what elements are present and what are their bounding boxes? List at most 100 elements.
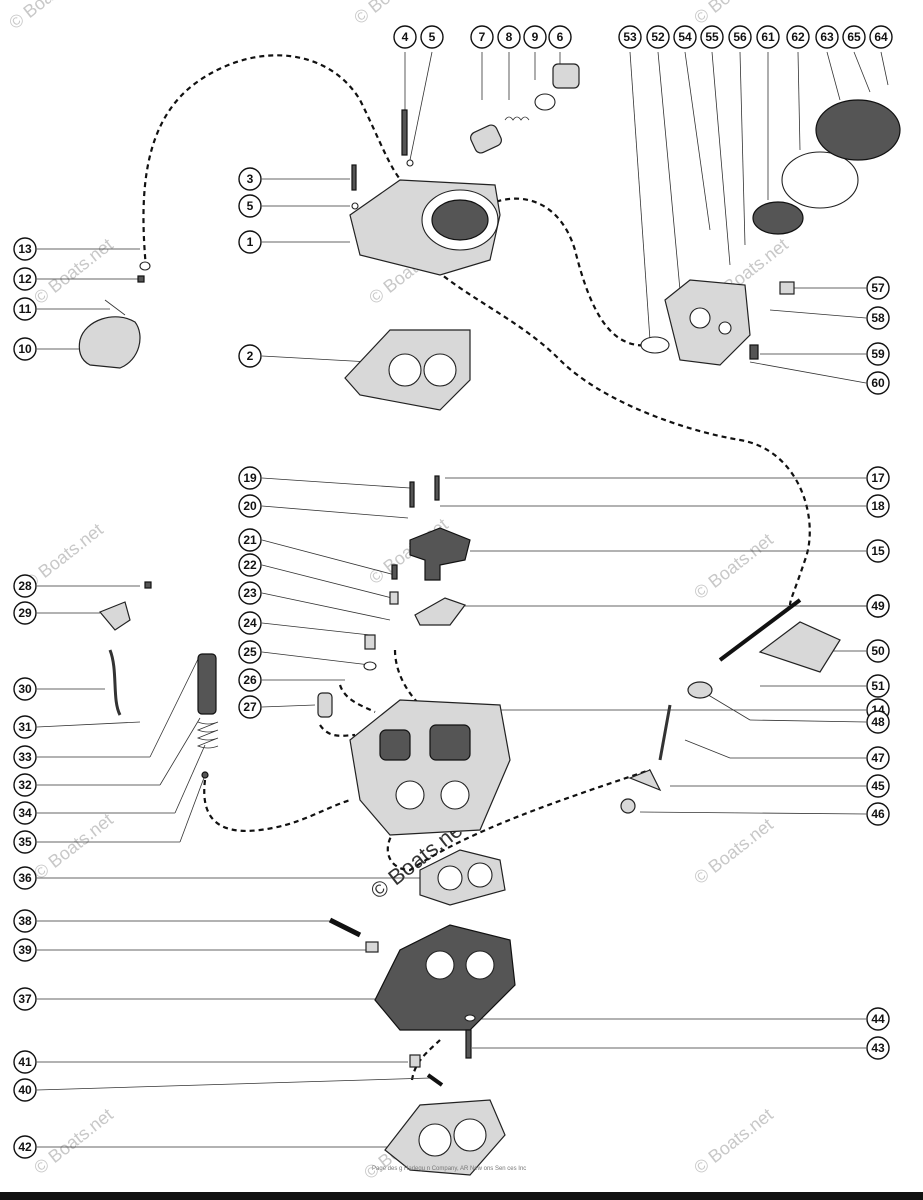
part-washer: [363, 661, 377, 671]
callout[interactable]: 34: [13, 801, 37, 825]
callout[interactable]: 15: [866, 539, 890, 563]
callout[interactable]: 24: [238, 611, 262, 635]
callout[interactable]: 41: [13, 1050, 37, 1074]
parts: [78, 63, 901, 1176]
callout[interactable]: 31: [13, 715, 37, 739]
part-screw: [620, 798, 636, 814]
callout[interactable]: 13: [13, 237, 37, 261]
callout[interactable]: 7: [470, 25, 494, 49]
svg-text:15: 15: [871, 544, 885, 558]
callout[interactable]: 6: [548, 25, 572, 49]
callout[interactable]: 33: [13, 745, 37, 769]
svg-text:47: 47: [871, 751, 885, 765]
callout[interactable]: 48: [866, 710, 890, 734]
callout[interactable]: 22: [238, 553, 262, 577]
part-float: [78, 316, 141, 369]
callout[interactable]: 37: [13, 987, 37, 1011]
svg-text:53: 53: [623, 30, 637, 44]
callout[interactable]: 28: [13, 574, 37, 598]
callout[interactable]: 60: [866, 371, 890, 395]
callout[interactable]: 1: [238, 230, 262, 254]
callout[interactable]: 61: [756, 25, 780, 49]
callout[interactable]: 20: [238, 494, 262, 518]
part-fitting: [552, 63, 580, 89]
part-o-ring: [781, 151, 859, 209]
callout[interactable]: 35: [13, 830, 37, 854]
callout[interactable]: 36: [13, 866, 37, 890]
svg-text:19: 19: [243, 471, 257, 485]
part-idle-needle: [328, 917, 362, 938]
part-valve: [364, 634, 376, 650]
part-gasket: [534, 93, 556, 111]
callout[interactable]: 49: [866, 594, 890, 618]
callout[interactable]: 9: [523, 25, 547, 49]
callout[interactable]: 5: [420, 25, 444, 49]
svg-text:59: 59: [871, 347, 885, 361]
part-spring: [504, 116, 530, 121]
svg-text:43: 43: [871, 1041, 885, 1055]
callout[interactable]: 29: [13, 601, 37, 625]
callout[interactable]: 12: [13, 267, 37, 291]
callout[interactable]: 62: [786, 25, 810, 49]
callout[interactable]: 2: [238, 344, 262, 368]
callout[interactable]: 57: [866, 276, 890, 300]
part-screw: [409, 481, 415, 508]
watermark: © Boats.net: [5, 0, 92, 33]
part-choke-housing: [687, 681, 713, 699]
callout[interactable]: 44: [866, 1007, 890, 1031]
callout[interactable]: 46: [866, 802, 890, 826]
callout[interactable]: 53: [618, 25, 642, 49]
svg-text:1: 1: [247, 235, 254, 249]
callout[interactable]: 52: [646, 25, 670, 49]
callout[interactable]: 8: [497, 25, 521, 49]
callout[interactable]: 38: [13, 909, 37, 933]
callout[interactable]: 47: [866, 746, 890, 770]
callout[interactable]: 54: [673, 25, 697, 49]
callout[interactable]: 55: [700, 25, 724, 49]
part-check-ball: [201, 771, 209, 779]
svg-text:29: 29: [18, 606, 32, 620]
callout[interactable]: 43: [866, 1036, 890, 1060]
callout[interactable]: 58: [866, 306, 890, 330]
callout[interactable]: 19: [238, 466, 262, 490]
svg-text:23: 23: [243, 586, 257, 600]
callout[interactable]: 56: [728, 25, 752, 49]
callout[interactable]: 26: [238, 668, 262, 692]
part-air-horn: [349, 179, 501, 276]
callout[interactable]: 40: [13, 1078, 37, 1102]
leader-lines: [36, 51, 889, 1148]
svg-text:64: 64: [874, 30, 888, 44]
callout[interactable]: 39: [13, 938, 37, 962]
callout[interactable]: 5: [238, 194, 262, 218]
callout[interactable]: 18: [866, 494, 890, 518]
callout[interactable]: 45: [866, 774, 890, 798]
callout[interactable]: 27: [238, 695, 262, 719]
callout[interactable]: 10: [13, 337, 37, 361]
svg-text:7: 7: [479, 30, 486, 44]
callout[interactable]: 25: [238, 640, 262, 664]
callout[interactable]: 32: [13, 773, 37, 797]
callout[interactable]: 59: [866, 342, 890, 366]
part-washer: [351, 202, 359, 210]
callout[interactable]: 23: [238, 581, 262, 605]
callout[interactable]: 17: [866, 466, 890, 490]
callout[interactable]: 4: [393, 25, 417, 49]
svg-text:49: 49: [871, 599, 885, 613]
svg-text:34: 34: [18, 806, 32, 820]
watermark: © Boats.net: [690, 529, 777, 603]
callout[interactable]: 64: [869, 25, 893, 49]
callout[interactable]: 42: [13, 1135, 37, 1159]
callout[interactable]: 50: [866, 639, 890, 663]
callout[interactable]: 51: [866, 674, 890, 698]
svg-text:28: 28: [18, 579, 32, 593]
svg-text:8: 8: [506, 30, 513, 44]
callout[interactable]: 30: [13, 677, 37, 701]
svg-text:48: 48: [871, 715, 885, 729]
callout[interactable]: 63: [815, 25, 839, 49]
callout[interactable]: 65: [842, 25, 866, 49]
callout[interactable]: 11: [13, 297, 37, 321]
callout[interactable]: 21: [238, 528, 262, 552]
svg-text:17: 17: [871, 471, 885, 485]
callout[interactable]: 3: [238, 167, 262, 191]
